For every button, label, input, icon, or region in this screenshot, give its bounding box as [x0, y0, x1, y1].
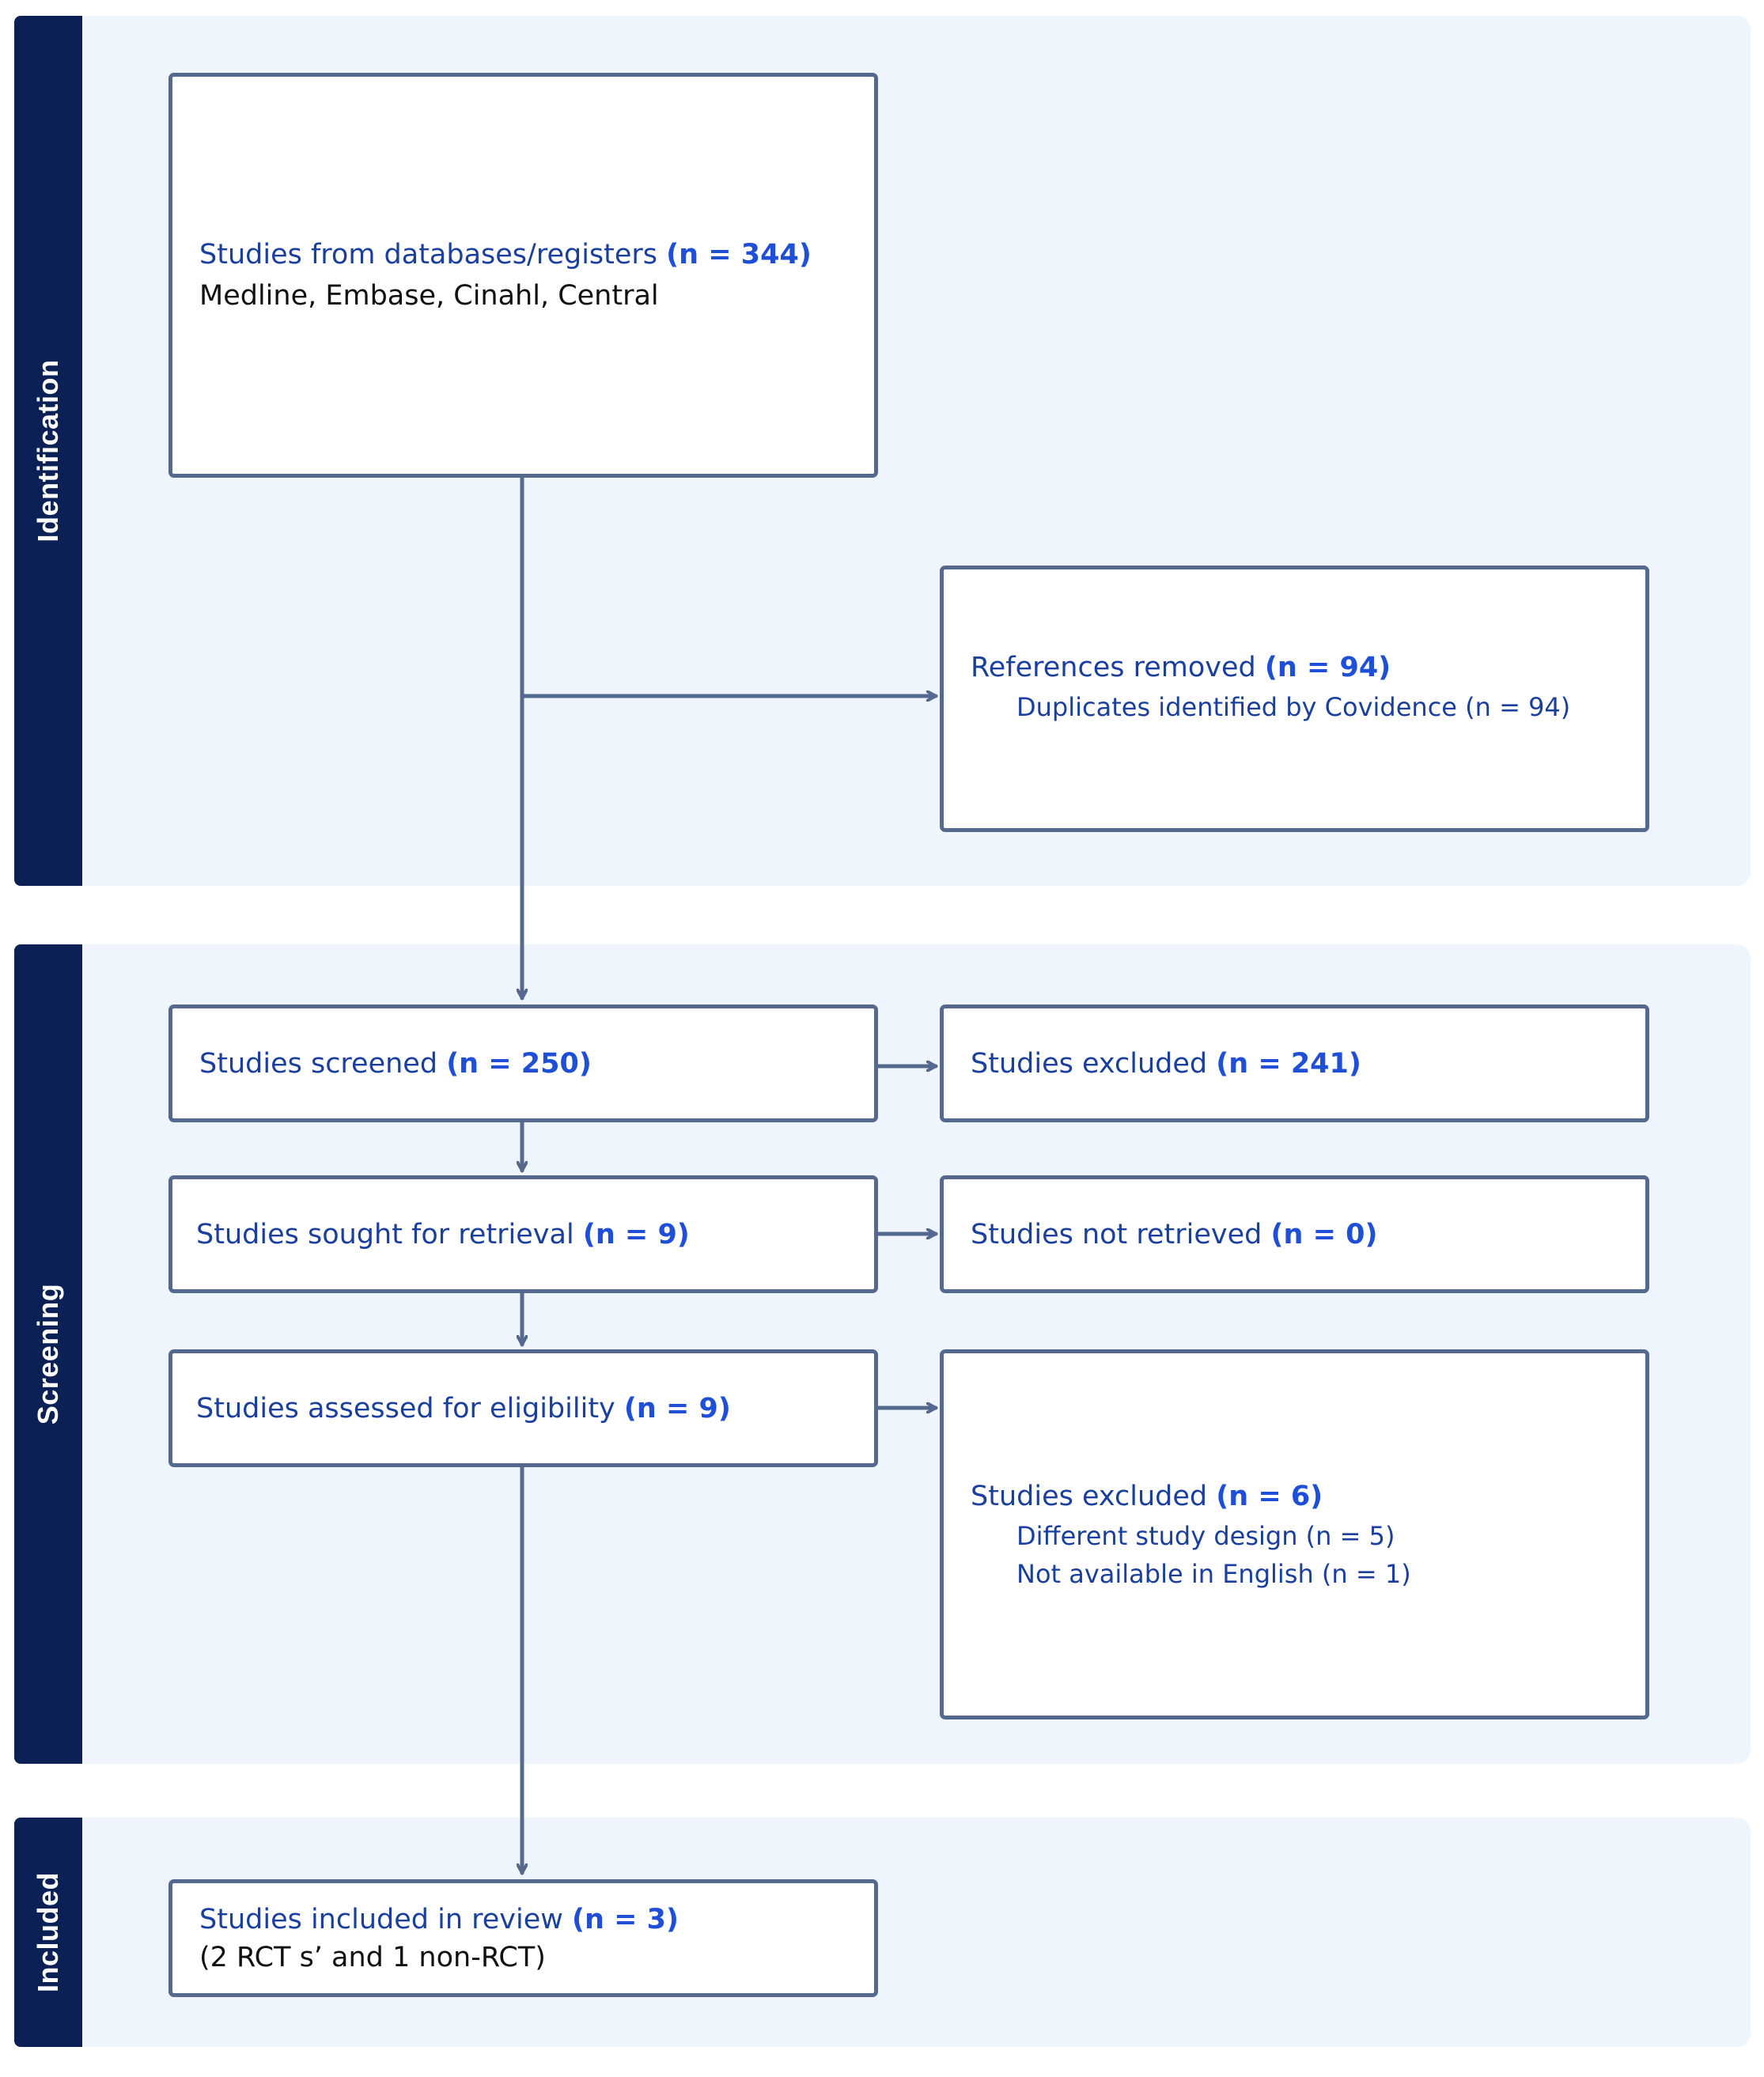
databases-heading: Studies from databases/registers (n = 34… [199, 234, 858, 275]
excluded-screen-count: (n = 241) [1216, 1047, 1361, 1080]
references-removed-box: References removed (n = 94) Duplicates i… [940, 566, 1649, 832]
included-box: Studies included in review (n = 3) (2 RC… [168, 1879, 878, 1997]
databases-box: Studies from databases/registers (n = 34… [168, 73, 878, 478]
included-label: Studies included in review [199, 1903, 573, 1935]
references-removed-count: (n = 94) [1264, 652, 1391, 683]
databases-count: (n = 344) [666, 239, 812, 271]
references-removed-heading: References removed (n = 94) [971, 647, 1630, 688]
references-removed-label: References removed [971, 652, 1265, 683]
databases-detail: Medline, Embase, Cinahl, Central [199, 280, 659, 312]
excluded-screen-box: Studies excluded (n = 241) [940, 1004, 1649, 1122]
eligibility-count: (n = 9) [623, 1392, 731, 1424]
eligibility-label: Studies assessed for eligibility [196, 1392, 624, 1424]
retrieval-box: Studies sought for retrieval (n = 9) [168, 1175, 878, 1293]
not-retrieved-count: (n = 0) [1270, 1218, 1378, 1250]
not-retrieved-box: Studies not retrieved (n = 0) [940, 1175, 1649, 1293]
retrieval-heading: Studies sought for retrieval (n = 9) [196, 1214, 858, 1255]
excluded-screen-label: Studies excluded [971, 1047, 1217, 1080]
retrieval-count: (n = 9) [582, 1218, 690, 1250]
screened-heading: Studies screened (n = 250) [199, 1043, 858, 1084]
identification-stage-bar: Identification [14, 16, 82, 886]
screened-label: Studies screened [199, 1047, 447, 1080]
included-heading: Studies included in review (n = 3) [199, 1901, 858, 1939]
included-detail: (2 RCT s’ and 1 non-RCT) [199, 1941, 546, 1973]
included-count: (n = 3) [572, 1903, 679, 1935]
excluded-full-text-count: (n = 6) [1216, 1481, 1323, 1512]
databases-label: Studies from databases/registers [199, 239, 667, 271]
excluded-full-text-box: Studies excluded (n = 6) Different study… [940, 1349, 1649, 1719]
not-retrieved-heading: Studies not retrieved (n = 0) [971, 1214, 1630, 1255]
eligibility-heading: Studies assessed for eligibility (n = 9) [196, 1388, 858, 1429]
screened-count: (n = 250) [446, 1047, 592, 1080]
references-removed-detail: Duplicates identified by Covidence (n = … [1016, 692, 1571, 722]
exclusion-reason-design: Different study design (n = 5) [1016, 1521, 1395, 1551]
screening-stage-bar: Screening [14, 944, 82, 1764]
excluded-full-text-label: Studies excluded [971, 1481, 1217, 1512]
excluded-screen-heading: Studies excluded (n = 241) [971, 1043, 1630, 1084]
exclusion-reason-language: Not available in English (n = 1) [1016, 1559, 1411, 1589]
screened-box: Studies screened (n = 250) [168, 1004, 878, 1122]
not-retrieved-label: Studies not retrieved [971, 1218, 1271, 1250]
eligibility-box: Studies assessed for eligibility (n = 9) [168, 1349, 878, 1467]
excluded-full-text-heading: Studies excluded (n = 6) [971, 1476, 1630, 1517]
retrieval-label: Studies sought for retrieval [196, 1218, 583, 1250]
included-stage-bar: Included [14, 1818, 82, 2047]
